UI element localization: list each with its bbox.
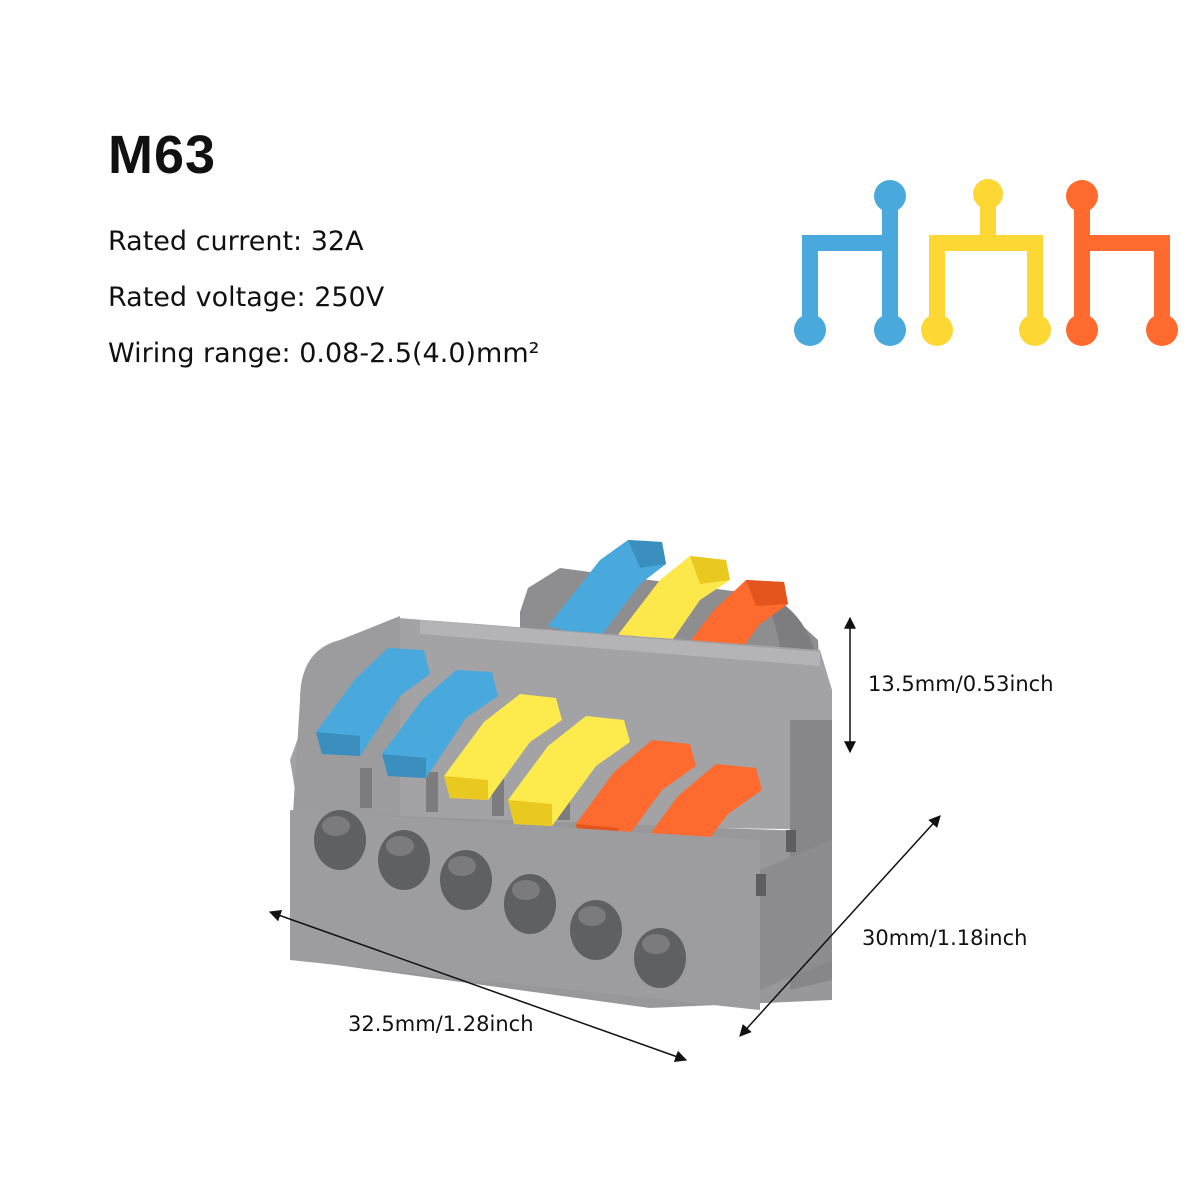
front-lever-orange-2 — [640, 764, 762, 872]
dimension-depth-label: 30mm/1.18inch — [862, 926, 1028, 950]
back-lever-orange — [676, 580, 788, 670]
front-lever-blue-1 — [316, 648, 430, 756]
dimension-width-label: 32.5mm/1.28inch — [348, 1012, 534, 1036]
front-lever-yellow-2 — [508, 716, 630, 826]
spec-rated-voltage: Rated voltage: 250V — [108, 282, 385, 313]
back-lever-blue — [548, 540, 666, 640]
spec-wiring-range: Wiring range: 0.08-2.5(4.0)mm² — [108, 338, 540, 369]
spec-rated-current: Rated current: 32A — [108, 226, 364, 257]
dimension-height-label: 13.5mm/0.53inch — [868, 672, 1054, 696]
front-lever-orange-1 — [576, 740, 696, 850]
front-lever-yellow-1 — [444, 694, 562, 800]
front-lever-blue-2 — [382, 670, 498, 778]
model-title: M63 — [108, 125, 217, 185]
back-lever-yellow — [614, 556, 730, 652]
